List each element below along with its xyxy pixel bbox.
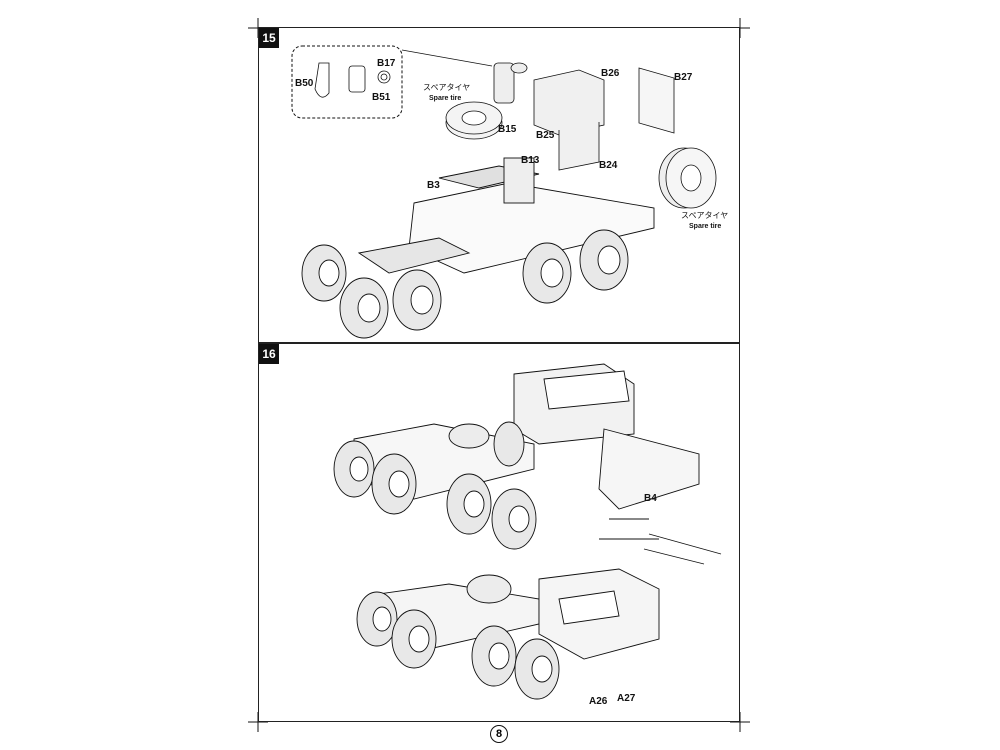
lower-truck-wheels xyxy=(356,591,560,700)
step-number: 16 xyxy=(259,344,279,364)
air-cleaner xyxy=(493,62,528,104)
label-b3: B3 xyxy=(427,180,440,191)
spare-tire-en-top: Spare tire xyxy=(429,95,461,102)
spare-tire-top xyxy=(445,101,503,140)
label-b50: B50 xyxy=(295,78,314,89)
spare-tire-en-right: Spare tire xyxy=(689,223,721,230)
label-b24: B24 xyxy=(599,160,618,171)
upper-truck-cab xyxy=(513,363,700,540)
wheels xyxy=(301,229,629,339)
label-b13: B13 xyxy=(521,155,540,166)
step-16-illustration: B4 A26 A27 xyxy=(333,363,722,707)
lower-truck-body xyxy=(378,568,660,660)
label-b15: B15 xyxy=(498,124,517,135)
label-a26: A26 xyxy=(589,696,608,707)
label-a27: A27 xyxy=(617,693,636,704)
inset-parts xyxy=(314,62,391,98)
label-b27: B27 xyxy=(674,72,693,83)
page-number: 8 xyxy=(490,725,508,743)
label-b25: B25 xyxy=(536,130,555,141)
label-b26: B26 xyxy=(601,68,620,79)
panel-b27 xyxy=(638,67,675,134)
spare-tire-jp-top: スペアタイヤ xyxy=(423,83,470,92)
step-15-illustration: B17 B50 B51 スペアタイヤ Spare tire B26 B25 B2… xyxy=(291,45,728,339)
truck-chassis xyxy=(357,157,655,274)
cover-b26 xyxy=(533,69,605,171)
upper-truck-wheels xyxy=(333,421,537,550)
label-b4: B4 xyxy=(644,493,657,504)
detail-inset xyxy=(291,45,403,119)
spare-tire-right xyxy=(658,147,717,209)
label-b51: B51 xyxy=(372,92,391,103)
step-16-panel: 16 B4 xyxy=(258,343,740,722)
step-15-panel: 15 B17 B50 B51 スペアタイヤ Spare tire xyxy=(258,27,740,343)
spare-tire-jp-right: スペアタイヤ xyxy=(681,211,728,220)
label-b17: B17 xyxy=(377,58,396,69)
step-number: 15 xyxy=(259,28,279,48)
